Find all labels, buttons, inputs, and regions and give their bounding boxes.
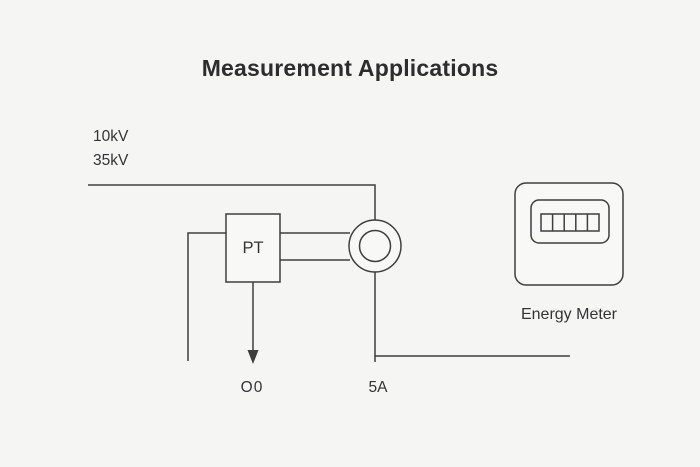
- ct-symbol-inner-circle: [358, 229, 392, 263]
- ct-output-current-label: 5A: [369, 379, 389, 396]
- pt-label: PT: [242, 239, 263, 257]
- energy-meter-label: Energy Meter: [521, 306, 618, 323]
- energy-meter-body: [514, 182, 624, 286]
- page-title: Measurement Applications: [201, 55, 499, 81]
- pt-transformer-box: [225, 213, 281, 283]
- energy-meter-digit-window: [540, 213, 600, 232]
- pt-output-label: O0: [241, 379, 264, 396]
- energy-meter-icon: [514, 182, 624, 286]
- primary-voltage-label-35kv: 35kV: [93, 152, 129, 169]
- primary-bus-line: [88, 184, 376, 220]
- ct-symbol-outer-circle: [348, 219, 402, 273]
- pt-left-connection-line: [187, 232, 226, 361]
- energy-meter-display-frame: [530, 199, 610, 244]
- pt-output-arrow-head: [247, 350, 259, 364]
- primary-voltage-label-10kv: 10kV: [93, 128, 129, 145]
